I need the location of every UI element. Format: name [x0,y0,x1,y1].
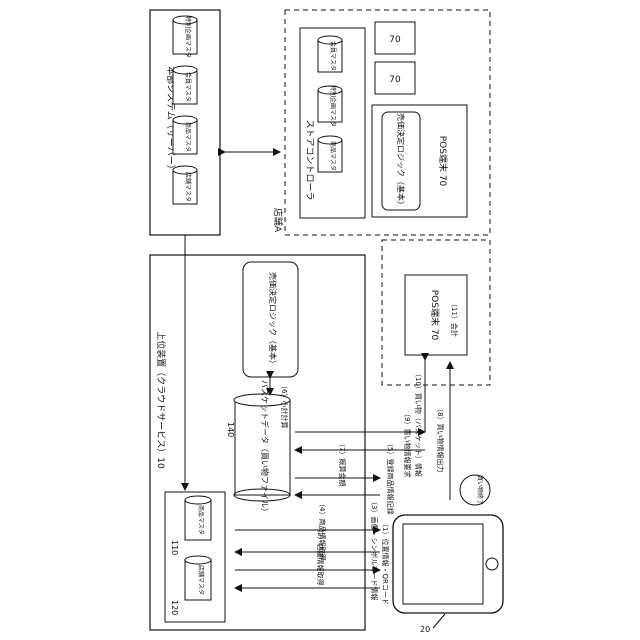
svg-text:商品マスタ: 商品マスタ [184,122,192,152]
step-5: （5）登録商品情報記録 [386,440,395,514]
step-7: （7）概算金額 [338,440,347,486]
svg-text:会員マスタ: 会員マスタ [184,72,192,102]
step-4: （4）商品情報取得 [318,500,327,560]
server-master-1: 特別企画マスタ [173,16,197,58]
ref-120: 120 [170,600,179,615]
upper-device-title: 上位装置（クラウドサービス）10 [155,331,167,469]
store-master-2: 特別企画マスタ [318,85,342,127]
svg-text:70: 70 [389,75,401,85]
upper-master-store: 店舗マスタ [185,556,211,600]
ref-140: 140 [226,422,235,437]
store-pos-label: POS端末 70 [437,136,449,187]
step-10: （10）買い物（バスケット）情報 [414,370,423,477]
svg-text:会員マスタ: 会員マスタ [329,41,337,71]
svg-text:商品マスタ: 商品マスタ [197,505,205,535]
store-logic-label: 売価決定ロジック（基本） [396,113,406,209]
ref-20: 20 [420,625,430,634]
upper-master-product: 商品マスタ [185,496,211,540]
server-master-4: 店舗マスタ [173,166,197,204]
store-box [285,10,490,235]
svg-text:バスケットデータ（買い物ファイル）: バスケットデータ（買い物ファイル） [260,380,270,516]
server-master-3: 商品マスタ [173,116,197,154]
store-master-1: 会員マスタ [318,36,342,72]
mobile-device [393,515,503,613]
svg-text:特別企画マスタ: 特別企画マスタ [184,16,192,58]
svg-text:買い物終了: 買い物終了 [476,475,484,505]
store-label: 店舗A [272,208,284,233]
svg-text:店舗マスタ: 店舗マスタ [197,565,205,595]
svg-text:店舗マスタ: 店舗マスタ [184,172,192,202]
svg-text:商品マスタ: 商品マスタ [329,141,337,171]
step-9: （9）買い物情報要求 [403,410,412,477]
step-6: （6）小計計算 [280,382,289,428]
svg-text:70: 70 [389,35,401,45]
step-1: （1）位置情報・QRコード [381,520,390,605]
store-master-3: 商品マスタ [318,136,342,172]
upper-logic-label: 売価決定ロジック（基本） [268,272,278,368]
store-controller-title: ストアコントローラ [304,119,315,200]
ref-110: 110 [170,540,179,555]
step-11: （11）会計 [450,300,459,337]
shopping-end-bubble [460,475,490,505]
svg-text:特別企画マスタ: 特別企画マスタ [329,85,337,127]
pos-standalone-label: POS端末 70 [429,290,441,341]
server-master-2: 会員マスタ [173,66,197,104]
step-3: （3）画像・シンボルコード情報 [370,498,379,600]
step-8: （8）買い物情報出力 [436,405,445,472]
